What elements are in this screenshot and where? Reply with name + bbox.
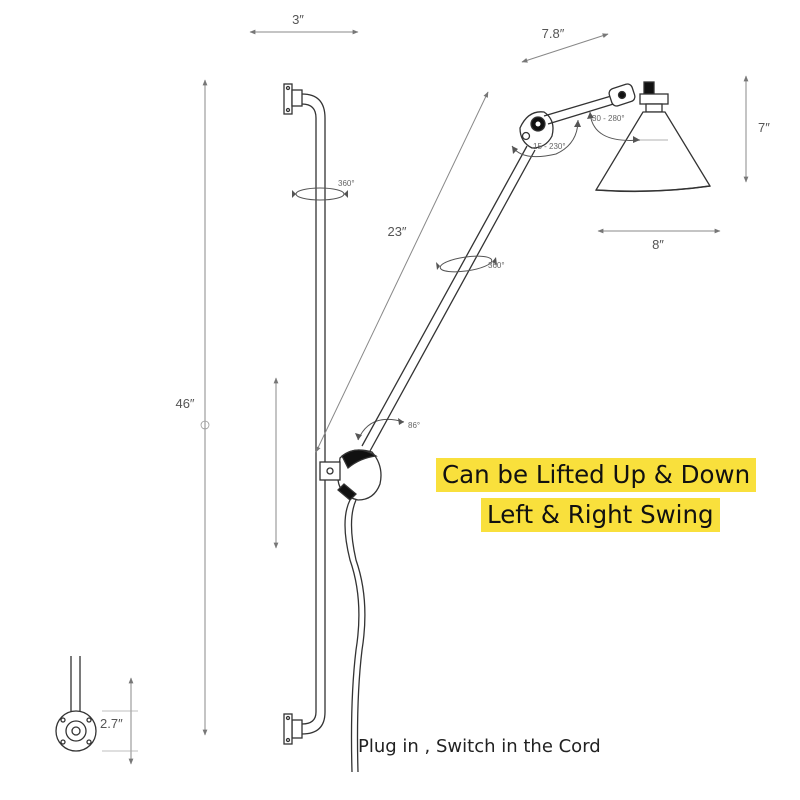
shade-height-label: 7″ (758, 120, 770, 135)
elbow-joint (519, 111, 554, 149)
carriage-angle-label: 86° (408, 421, 420, 430)
shade-tilt-indicator: 30 - 280° (587, 111, 641, 143)
top-width-dimension: 3″ (249, 12, 359, 35)
carriage-knuckle (319, 449, 382, 501)
rail-height-label: 46″ (175, 396, 194, 411)
top-width-label: 3″ (292, 12, 304, 27)
power-cord (344, 499, 366, 773)
base-diameter-dimension: 2.7″ (100, 677, 138, 765)
feature-swing-label: Left & Right Swing (481, 498, 720, 532)
rail-rotation-label: 360° (338, 179, 355, 188)
arm-rotation-indicator: 360° (436, 255, 505, 273)
base-diameter-label: 2.7″ (100, 716, 123, 731)
arm-rotation-label: 360° (488, 261, 505, 270)
lamp-shade (594, 81, 712, 193)
lower-arm (361, 145, 536, 452)
upper-arm-dimension: 7.8″ (521, 26, 609, 63)
carriage-angle-indicator: 86° (355, 418, 420, 441)
shade-width-label: 8″ (652, 237, 664, 252)
feature-lift-label: Can be Lifted Up & Down (436, 458, 757, 492)
upper-arm (543, 93, 621, 125)
lower-arm-dimension: 23″ (315, 91, 489, 453)
base-detail (55, 656, 97, 752)
rail-rotation-indicator: 360° (292, 179, 355, 201)
shade-height-dimension: 7″ (743, 75, 770, 183)
upper-arm-label: 7.8″ (542, 26, 565, 41)
shade-tilt-label: 30 - 280° (592, 114, 625, 123)
wall-rail (283, 83, 326, 745)
elbow-angle-indicator: 15 - 230° (511, 119, 581, 158)
elbow-angle-label: 15 - 230° (533, 142, 566, 151)
rail-height-dimension: 46″ (175, 79, 210, 736)
shade-pivot (608, 83, 636, 107)
shade-width-dimension: 8″ (597, 228, 721, 252)
lower-arm-label: 23″ (387, 224, 406, 239)
cord-switch-caption: Plug in , Switch in the Cord (358, 736, 601, 757)
